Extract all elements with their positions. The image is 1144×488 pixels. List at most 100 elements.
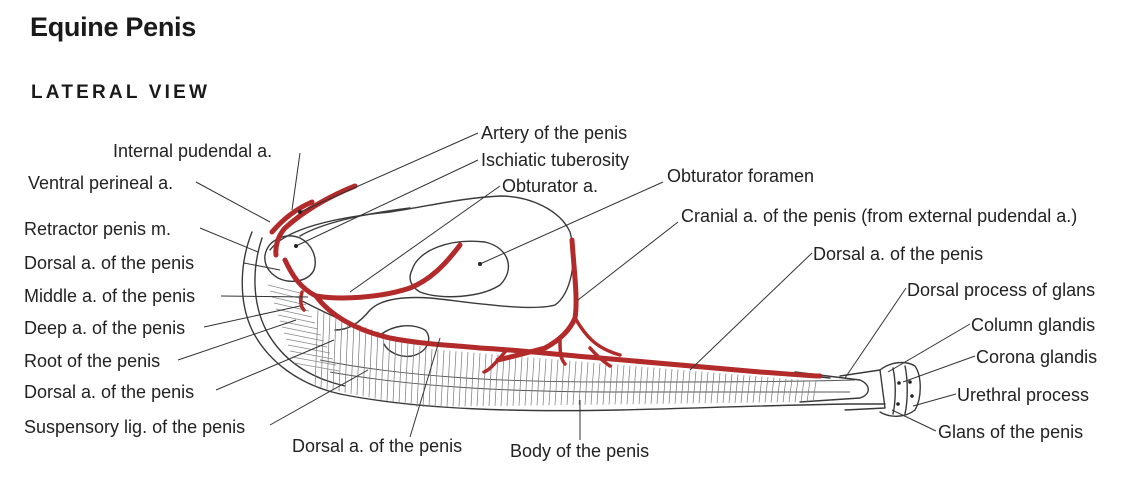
- striation-line: [626, 365, 631, 405]
- label-internal-pudendal-a: Internal pudendal a.: [113, 141, 272, 161]
- striation-line: [608, 364, 613, 405]
- striation-line: [416, 345, 421, 408]
- label-ischiatic-tuberosity: Ischiatic tuberosity: [481, 150, 629, 170]
- striation-line: [686, 370, 691, 404]
- internal-pudendal-artery: [269, 199, 315, 235]
- striation-line: [656, 368, 661, 404]
- root-fiber-line: [279, 320, 319, 330]
- label-retractor-penis-m: Retractor penis m.: [24, 219, 171, 239]
- striation-line: [584, 362, 589, 405]
- striation-line: [500, 355, 505, 406]
- label-middle-a-penis: Middle a. of the penis: [24, 286, 195, 306]
- label-deep-a-penis: Deep a. of the penis: [24, 318, 185, 338]
- striation-line: [332, 316, 337, 391]
- striation-line: [602, 363, 607, 405]
- striation-line: [620, 365, 625, 405]
- striation-line: [638, 366, 643, 405]
- striation-line: [344, 320, 349, 393]
- striation-line: [488, 354, 493, 407]
- root-fiber-line: [287, 344, 331, 354]
- label-dorsal-process-glans: Dorsal process of glans: [907, 280, 1095, 300]
- label-body-of-penis: Body of the penis: [510, 441, 649, 461]
- striation-line: [392, 337, 397, 403]
- striations: [267, 284, 817, 408]
- striation-line: [758, 376, 763, 403]
- striation-line: [734, 374, 739, 403]
- striation-line: [746, 375, 751, 403]
- striation-line: [398, 339, 403, 404]
- striation-line: [326, 314, 331, 390]
- label-corona-glandis: Corona glandis: [976, 347, 1097, 367]
- striation-line: [812, 380, 817, 402]
- pelvis-outline: [264, 195, 574, 358]
- striation-line: [506, 355, 511, 406]
- striation-line: [722, 373, 727, 404]
- striation-line: [338, 318, 343, 392]
- striation-line: [578, 361, 583, 405]
- striation-line: [560, 360, 565, 406]
- striation-line: [404, 341, 409, 405]
- striation-line: [380, 333, 385, 400]
- striation-line: [434, 349, 439, 407]
- label-dorsal-a-penis-2: Dorsal a. of the penis: [24, 382, 194, 402]
- striation-line: [644, 367, 649, 405]
- striation-line: [764, 377, 769, 403]
- striation-line: [512, 356, 517, 406]
- striation-line: [548, 359, 553, 406]
- striation-line: [494, 354, 499, 407]
- root-fiber-line: [267, 284, 301, 294]
- striation-line: [470, 352, 475, 407]
- striation-line: [452, 351, 457, 407]
- label-root-of-penis: Root of the penis: [24, 351, 160, 371]
- root-fiber-line: [269, 290, 304, 300]
- label-dorsal-a-penis-3: Dorsal a. of the penis: [292, 436, 462, 456]
- label-urethral-process: Urethral process: [957, 385, 1089, 405]
- striation-line: [530, 357, 535, 406]
- penis-body-outline: [241, 231, 886, 412]
- labels: Internal pudendal a. Ventral perineal a.…: [24, 123, 1097, 461]
- striation-line: [794, 379, 799, 403]
- striation-line: [668, 369, 673, 404]
- striation-line: [566, 360, 571, 406]
- striation-line: [596, 363, 601, 405]
- striation-line: [710, 372, 715, 404]
- striation-line: [386, 335, 391, 402]
- striation-line: [698, 371, 703, 404]
- striation-line: [476, 353, 481, 407]
- label-dorsal-a-penis-4: Dorsal a. of the penis: [813, 244, 983, 264]
- glans-outline: [879, 361, 921, 417]
- striation-line: [800, 379, 805, 403]
- label-column-glandis: Column glandis: [971, 315, 1095, 335]
- root-fiber-line: [277, 314, 316, 324]
- striation-line: [362, 327, 367, 397]
- label-cranial-a-penis: Cranial a. of the penis (from external p…: [681, 206, 1077, 226]
- arteries: [269, 183, 823, 379]
- striation-line: [752, 376, 757, 403]
- label-suspensory-lig: Suspensory lig. of the penis: [24, 417, 245, 437]
- striation-line: [674, 369, 679, 404]
- label-obturator-foramen: Obturator foramen: [667, 166, 814, 186]
- striation-line: [464, 352, 469, 407]
- striation-line: [728, 374, 733, 403]
- leader-lines: [177, 132, 976, 440]
- root-fiber-line: [293, 362, 340, 372]
- striation-line: [590, 362, 595, 405]
- root-fiber-line: [289, 350, 334, 360]
- striation-line: [368, 329, 373, 398]
- artery-of-penis: [273, 183, 358, 258]
- striation-line: [788, 379, 793, 403]
- root-fiber-line: [281, 326, 322, 336]
- striation-line: [716, 373, 721, 404]
- striation-line: [422, 348, 427, 407]
- striation-line: [458, 351, 463, 407]
- striation-line: [428, 349, 433, 407]
- striation-line: [524, 357, 529, 406]
- striation-line: [536, 358, 541, 406]
- label-artery-of-penis: Artery of the penis: [481, 123, 627, 143]
- cranial-artery-of-penis: [495, 237, 579, 363]
- diagram-subtitle: LATERAL VIEW: [31, 82, 211, 103]
- obturator-artery: [313, 242, 463, 301]
- striation-line: [410, 343, 415, 406]
- dorsal-artery-shaft: [313, 293, 823, 379]
